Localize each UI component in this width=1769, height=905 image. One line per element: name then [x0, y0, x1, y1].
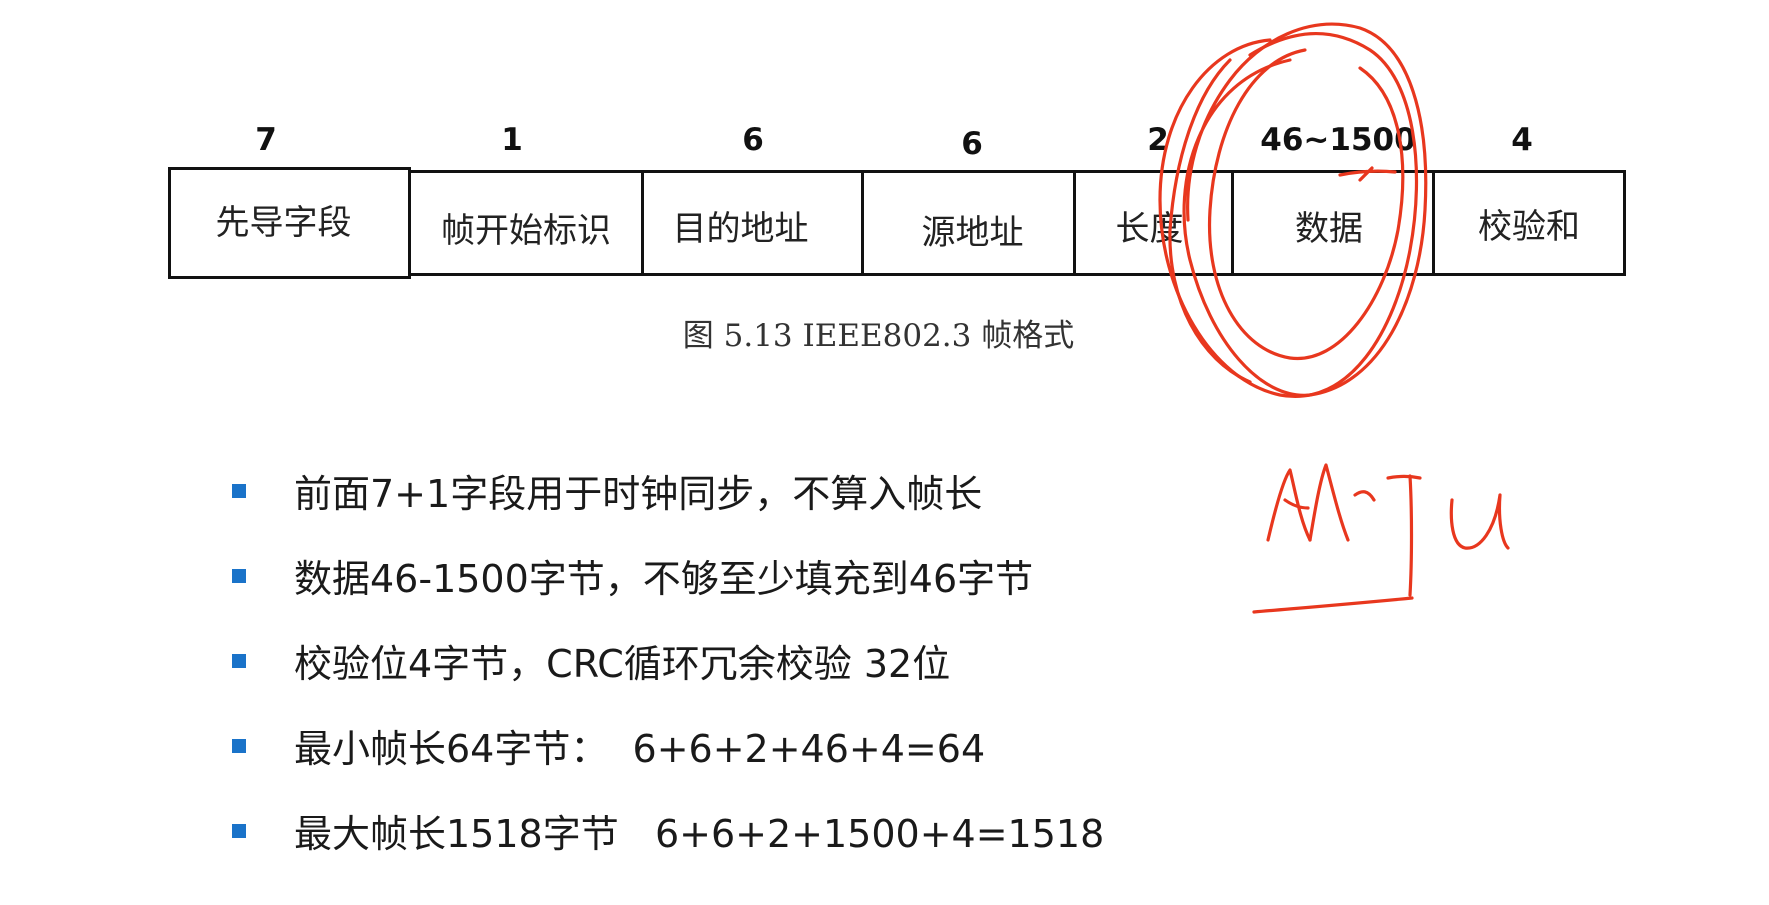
- figure-caption: 图 5.13 IEEE802.3 帧格式: [682, 318, 1075, 354]
- note-text-sync: 前面7+1字段用于时钟同步，不算入帧长: [294, 472, 983, 516]
- size-label-length: 2: [1147, 122, 1169, 158]
- note-item-sync: 前面7+1字段用于时钟同步，不算入帧长: [232, 448, 1104, 533]
- field-data: 数据: [1231, 170, 1435, 276]
- bullet-square-icon: [232, 568, 246, 583]
- annotation-scribble-stroke: [1308, 463, 1350, 542]
- field-label-checksum: 校验和: [1478, 206, 1580, 247]
- bullet-square-icon: [232, 653, 246, 668]
- field-label-src-address: 源地址: [921, 212, 1024, 253]
- annotation-underline-stroke: [1252, 596, 1414, 614]
- field-label-length: 长度: [1115, 208, 1184, 249]
- note-item-data-size: 数据46-1500字节，不够至少填充到46字节: [232, 533, 1104, 618]
- note-text-checksum: 校验位4字节，CRC循环冗余校验 32位: [294, 642, 951, 686]
- bullet-square-icon: [232, 823, 246, 838]
- frame-format-diagram: 7 1 6 6 2 46~1500 4 先导字段 帧开始标识 目的地址 源地址 …: [0, 0, 1769, 360]
- size-label-sfd: 1: [501, 122, 523, 158]
- field-dest-address: 目的地址: [641, 170, 864, 276]
- size-label-checksum: 4: [1511, 122, 1533, 158]
- note-item-checksum: 校验位4字节，CRC循环冗余校验 32位: [232, 618, 1104, 703]
- annotation-scribble-stroke: [1266, 468, 1312, 542]
- note-text-data-size: 数据46-1500字节，不够至少填充到46字节: [294, 557, 1034, 601]
- note-text-min-frame: 最小帧长64字节： 6+6+2+46+4=64: [294, 727, 986, 771]
- field-label-preamble: 先导字段: [215, 202, 352, 243]
- note-text-max-frame: 最大帧长1518字节 6+6+2+1500+4=1518: [294, 812, 1105, 856]
- field-sfd: 帧开始标识: [408, 170, 644, 276]
- note-item-max-frame: 最大帧长1518字节 6+6+2+1500+4=1518: [232, 788, 1104, 873]
- notes-list: 前面7+1字段用于时钟同步，不算入帧长 数据46-1500字节，不够至少填充到4…: [232, 448, 1104, 873]
- bullet-square-icon: [232, 738, 246, 753]
- size-label-src-address: 6: [961, 126, 983, 162]
- size-label-preamble: 7: [255, 122, 277, 158]
- size-label-dest-address: 6: [742, 122, 764, 158]
- annotation-scribble-stroke: [1353, 490, 1376, 502]
- note-item-min-frame: 最小帧长64字节： 6+6+2+46+4=64: [232, 703, 1104, 788]
- annotation-scribble-stroke: [1386, 474, 1422, 597]
- field-length: 长度: [1073, 170, 1234, 276]
- annotation-scribble-stroke: [1449, 493, 1510, 550]
- field-label-data: 数据: [1295, 208, 1363, 249]
- field-checksum: 校验和: [1432, 170, 1626, 276]
- bullet-square-icon: [232, 483, 246, 498]
- field-label-dest-address: 目的地址: [672, 208, 809, 249]
- field-label-sfd: 帧开始标识: [441, 210, 611, 251]
- field-src-address: 源地址: [861, 170, 1076, 276]
- size-label-data: 46~1500: [1260, 122, 1416, 158]
- field-preamble: 先导字段: [168, 167, 411, 279]
